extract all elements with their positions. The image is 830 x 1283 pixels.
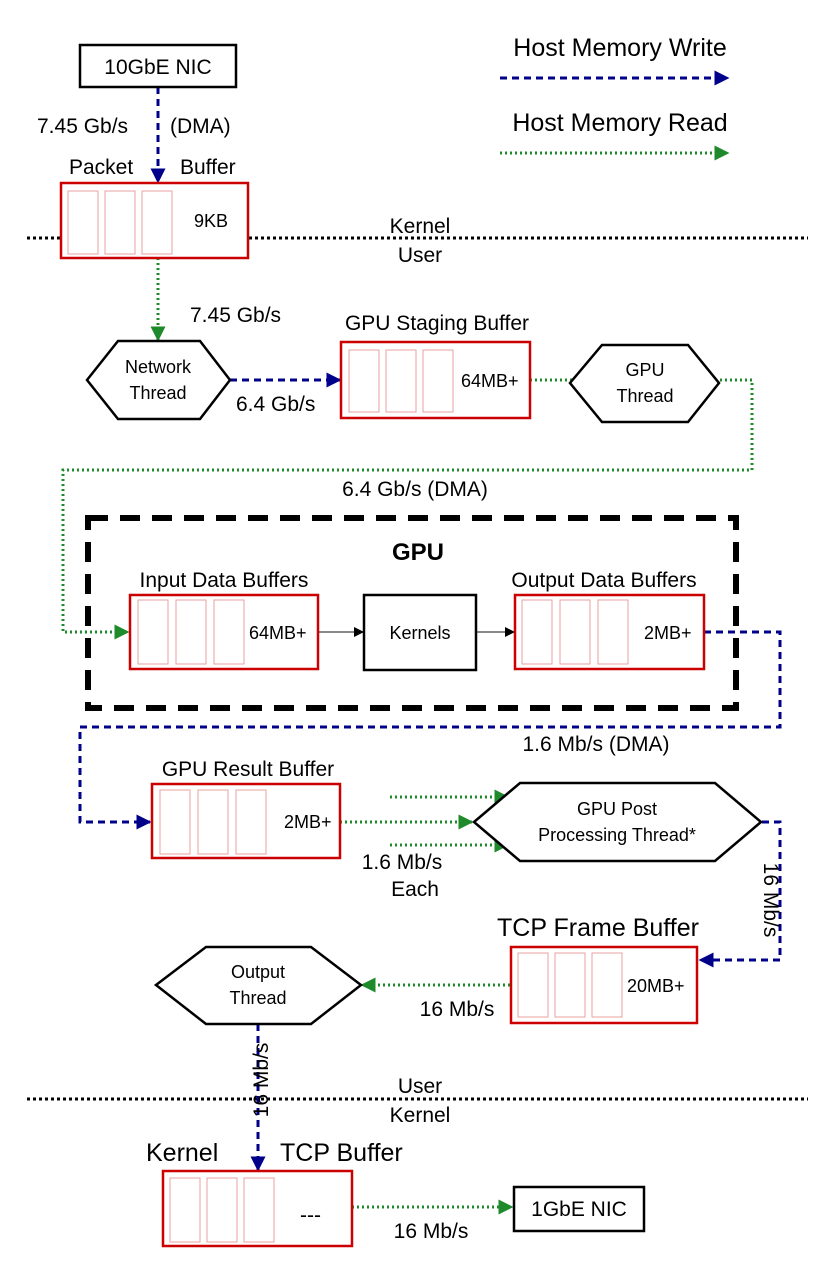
post-to-frame-rate-label: 16 Mb/s	[759, 863, 782, 938]
post-thread-label-1: GPU Post	[577, 799, 657, 819]
tcp-frame-size: 20MB+	[627, 976, 685, 996]
network-to-staging-rate-label: 6.4 Gb/s	[236, 393, 315, 416]
packet-buffer-title-left: Packet	[69, 156, 133, 179]
nic-10gbe-label: 10GbE NIC	[104, 56, 211, 79]
network-thread-label-1: Network	[125, 357, 192, 377]
packet-buffer-size: 9KB	[194, 211, 228, 231]
output-thread-label-1: Output	[231, 962, 285, 982]
output-thread: Output Thread	[153, 945, 364, 1026]
gpu-output-to-result-arrow	[78, 630, 782, 830]
gpu-thread: GPU Thread	[568, 343, 721, 424]
nic-1gbe: 1GbE NIC	[512, 1185, 646, 1233]
network-thread-label-2: Thread	[129, 383, 186, 403]
gpu-thread-label-1: GPU	[625, 360, 664, 380]
legend-read-label: Host Memory Read	[512, 109, 727, 137]
gpu-title: GPU	[392, 539, 444, 566]
output-data-buffers-title: Output Data Buffers	[511, 569, 696, 592]
tcp-buffer-title-right: TCP Buffer	[280, 1139, 403, 1167]
staging-to-gpu-rate-label: 6.4 Gb/s (DMA)	[342, 478, 488, 501]
tcp-buffer-title-left: Kernel	[146, 1139, 218, 1167]
tcp-to-nic-rate-label: 16 Mb/s	[394, 1220, 469, 1243]
gpu-staging-buffer: GPU Staging Buffer 64MB+	[339, 312, 532, 420]
post-input-rate-label: 1.6 Mb/s	[362, 851, 443, 874]
gpu-result-size: 2MB+	[284, 812, 332, 832]
gpu-staging-title: GPU Staging Buffer	[345, 312, 529, 335]
kernels-label: Kernels	[389, 623, 450, 643]
packet-to-network-rate-label: 7.45 Gb/s	[190, 304, 281, 327]
network-thread: Network Thread	[85, 339, 232, 421]
output-to-kernel-rate-label: 16 Mb/s	[250, 1043, 273, 1118]
frame-to-output-rate-label: 16 Mb/s	[420, 998, 495, 1021]
nic-1gbe-label: 1GbE NIC	[531, 1198, 627, 1221]
post-thread-label-2: Processing Thread*	[538, 825, 696, 845]
gpu-post-processing-thread: GPU Post Processing Thread*	[472, 781, 763, 863]
gpu-thread-label-2: Thread	[616, 386, 673, 406]
boundary-top-user-label: User	[398, 244, 442, 267]
kernels-box	[362, 593, 478, 672]
boundary-top-kernel-label: Kernel	[390, 215, 451, 238]
output-data-buffers-size: 2MB+	[644, 623, 692, 643]
boundary-bottom-user-label: User	[398, 1075, 442, 1098]
gpu-result-buffer: GPU Result Buffer 2MB+	[150, 758, 342, 860]
tcp-buffer-size: ---	[300, 1204, 321, 1227]
tcp-frame-buffer: TCP Frame Buffer 20MB+	[497, 914, 699, 1025]
kernel-tcp-buffer: Kernel TCP Buffer ---	[146, 1139, 403, 1248]
input-data-buffers-size: 64MB+	[249, 623, 307, 643]
post-input-each-label: Each	[391, 878, 439, 901]
output-thread-label-2: Thread	[229, 988, 286, 1008]
nic-10gbe: 10GbE NIC	[78, 43, 238, 89]
boundary-bottom-kernel-label: Kernel	[390, 1104, 451, 1127]
tcp-frame-title: TCP Frame Buffer	[497, 914, 699, 942]
gpu-device: GPU Input Data Buffers 64MB+ Kernels Out…	[85, 515, 739, 711]
input-data-buffers-title: Input Data Buffers	[140, 569, 309, 592]
gpu-staging-size: 64MB+	[461, 371, 519, 391]
gpu-result-title: GPU Result Buffer	[162, 758, 334, 781]
nic-dma-rate-label: 7.45 Gb/s	[37, 115, 128, 138]
nic-dma-tag-label: (DMA)	[170, 115, 231, 138]
legend: Host Memory Write Host Memory Read	[500, 34, 730, 161]
packet-buffer: Packet Buffer 9KB	[59, 156, 250, 260]
gpu-to-result-rate-label: 1.6 Mb/s (DMA)	[522, 733, 669, 756]
post-to-frame-arrow	[698, 820, 782, 968]
packet-buffer-title-right: Buffer	[180, 156, 236, 179]
legend-write-label: Host Memory Write	[513, 34, 726, 62]
